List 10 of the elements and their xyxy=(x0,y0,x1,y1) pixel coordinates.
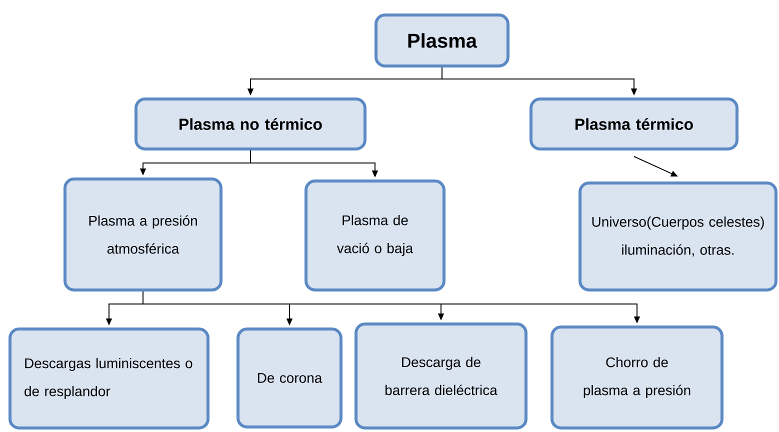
heading-box: Plasma xyxy=(374,14,510,68)
category-box: De corona xyxy=(236,328,342,428)
heading-box: Plasma térmico xyxy=(530,98,738,150)
category-box: Plasma de vació o baja xyxy=(304,180,446,292)
category-box: Chorro de plasma a presión xyxy=(550,326,724,430)
category-box: Universo(Cuerpos celestes) iluminación, otras. xyxy=(578,182,778,292)
category-box: Descargas luminiscentes o de resplandor xyxy=(8,328,210,430)
category-box: Plasma a presión atmosférica xyxy=(64,178,222,292)
category-box: Descarga de barrera dieléctrica xyxy=(354,322,528,430)
heading-box: Plasma no térmico xyxy=(134,98,366,150)
